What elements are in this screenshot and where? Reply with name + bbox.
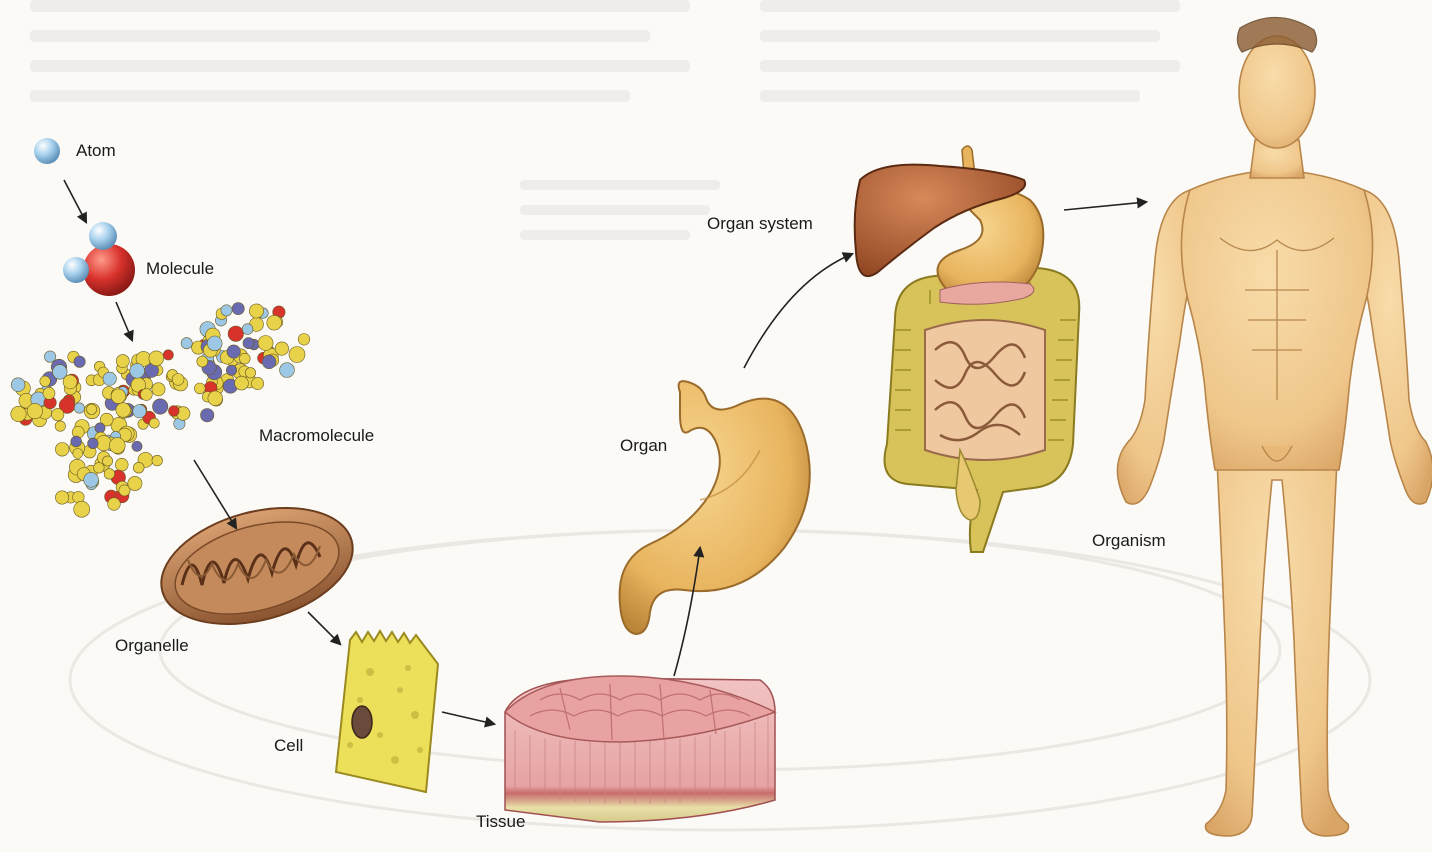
macromolecule-atom: [221, 305, 232, 316]
arrow-organ-system-to-organism: [1064, 202, 1146, 210]
arrow-atom-to-molecule: [64, 180, 86, 222]
macromolecule-atom: [152, 383, 165, 396]
macromolecule-atom: [207, 336, 222, 351]
macromolecule-atom: [74, 403, 84, 413]
arrow-cell-to-tissue: [442, 712, 494, 724]
macromolecule-atom: [63, 375, 77, 389]
macromolecule-atom: [94, 463, 105, 474]
macromolecule-atom: [298, 334, 310, 346]
macromolecule-atom: [149, 351, 164, 366]
macromolecule-atom: [163, 350, 173, 360]
macromolecule-atom: [149, 418, 159, 428]
macromolecule-atom: [103, 456, 113, 466]
macromolecule-atom: [172, 374, 184, 386]
macromolecule-atom: [55, 443, 69, 457]
arrow-organelle-to-cell: [308, 612, 340, 644]
macromolecule-atom: [73, 449, 83, 459]
macromolecule-atom: [227, 345, 240, 358]
macromolecule-atom: [280, 363, 295, 378]
macromolecule-atom: [128, 476, 142, 490]
macromolecule-atom: [243, 338, 254, 349]
macromolecule-atom: [197, 356, 208, 367]
macromolecule-atom: [245, 368, 255, 378]
macromolecule-atom: [169, 406, 180, 417]
macromolecule-atom: [111, 389, 126, 404]
macromolecule-atom: [258, 336, 273, 351]
macromolecule-atom: [242, 324, 253, 335]
macromolecule-atom: [132, 441, 142, 451]
tissue-illustration: [505, 676, 775, 822]
macromolecule-atom: [201, 409, 214, 422]
macromolecule-atom: [130, 363, 145, 378]
macromolecule-atom: [104, 469, 115, 480]
macromolecule-atom: [153, 399, 168, 414]
macromolecule-atom: [133, 405, 146, 418]
macromolecule-atom: [86, 404, 96, 414]
macromolecule-atom: [267, 315, 282, 330]
macromolecule-atom: [11, 378, 25, 392]
macromolecule-atom: [108, 498, 121, 511]
macromolecule-atom: [115, 458, 128, 471]
label-molecule: Molecule: [146, 259, 214, 279]
macromolecule-atom: [208, 391, 223, 406]
macromolecule-illustration: [11, 303, 310, 518]
molecule-illustration: [63, 222, 135, 296]
macromolecule-atom: [232, 303, 244, 315]
macromolecule-atom: [116, 355, 129, 368]
macromolecule-atom: [228, 326, 243, 341]
macromolecule-atom: [116, 403, 131, 418]
macromolecule-atom: [194, 383, 205, 394]
macromolecule-atom: [181, 338, 192, 349]
label-organ: Organ: [620, 436, 667, 456]
macromolecule-atom: [55, 491, 68, 504]
organelle-illustration: [148, 488, 365, 643]
arrow-molecule-to-macromolecule: [116, 302, 132, 340]
label-organism: Organism: [1092, 531, 1166, 551]
atom-illustration: [34, 138, 60, 164]
label-tissue: Tissue: [476, 812, 525, 832]
label-cell: Cell: [274, 736, 303, 756]
macromolecule-atom: [55, 421, 65, 431]
macromolecule-atom: [252, 377, 264, 389]
macromolecule-atom: [95, 423, 105, 433]
macromolecule-atom: [88, 438, 99, 449]
macromolecule-atom: [133, 462, 144, 473]
macromolecule-atom: [141, 389, 153, 401]
macromolecule-atom: [84, 472, 99, 487]
macromolecule-atom: [235, 376, 249, 390]
label-organelle: Organelle: [115, 636, 189, 656]
macromolecule-atom: [275, 342, 288, 355]
macromolecule-atom: [103, 372, 116, 385]
macromolecule-atom: [11, 406, 26, 421]
macromolecule-atom: [152, 455, 163, 466]
macromolecule-atom: [27, 403, 42, 418]
macromolecule-atom: [249, 304, 263, 318]
macromolecule-atom: [239, 353, 250, 364]
organ-system-illustration: [855, 146, 1080, 552]
label-organ-system: Organ system: [707, 214, 813, 234]
macromolecule-atom: [262, 355, 276, 369]
cell-illustration: [336, 631, 438, 792]
organism-illustration: [1117, 36, 1432, 836]
macromolecule-atom: [52, 408, 64, 420]
macromolecule-atom: [289, 347, 305, 363]
macromolecule-atom: [43, 387, 55, 399]
macromolecule-atom: [74, 356, 85, 367]
macromolecule-atom: [71, 436, 82, 447]
arrow-organ-to-organ-system: [744, 254, 852, 368]
macromolecule-atom: [40, 376, 51, 387]
arrow-macromolecule-to-organelle: [194, 460, 236, 528]
label-macromolecule: Macromolecule: [259, 426, 374, 446]
label-atom: Atom: [76, 141, 116, 161]
macromolecule-atom: [74, 501, 90, 517]
organ-illustration: [620, 381, 810, 634]
macromolecule-atom: [226, 365, 236, 375]
macromolecule-atom: [109, 438, 125, 454]
